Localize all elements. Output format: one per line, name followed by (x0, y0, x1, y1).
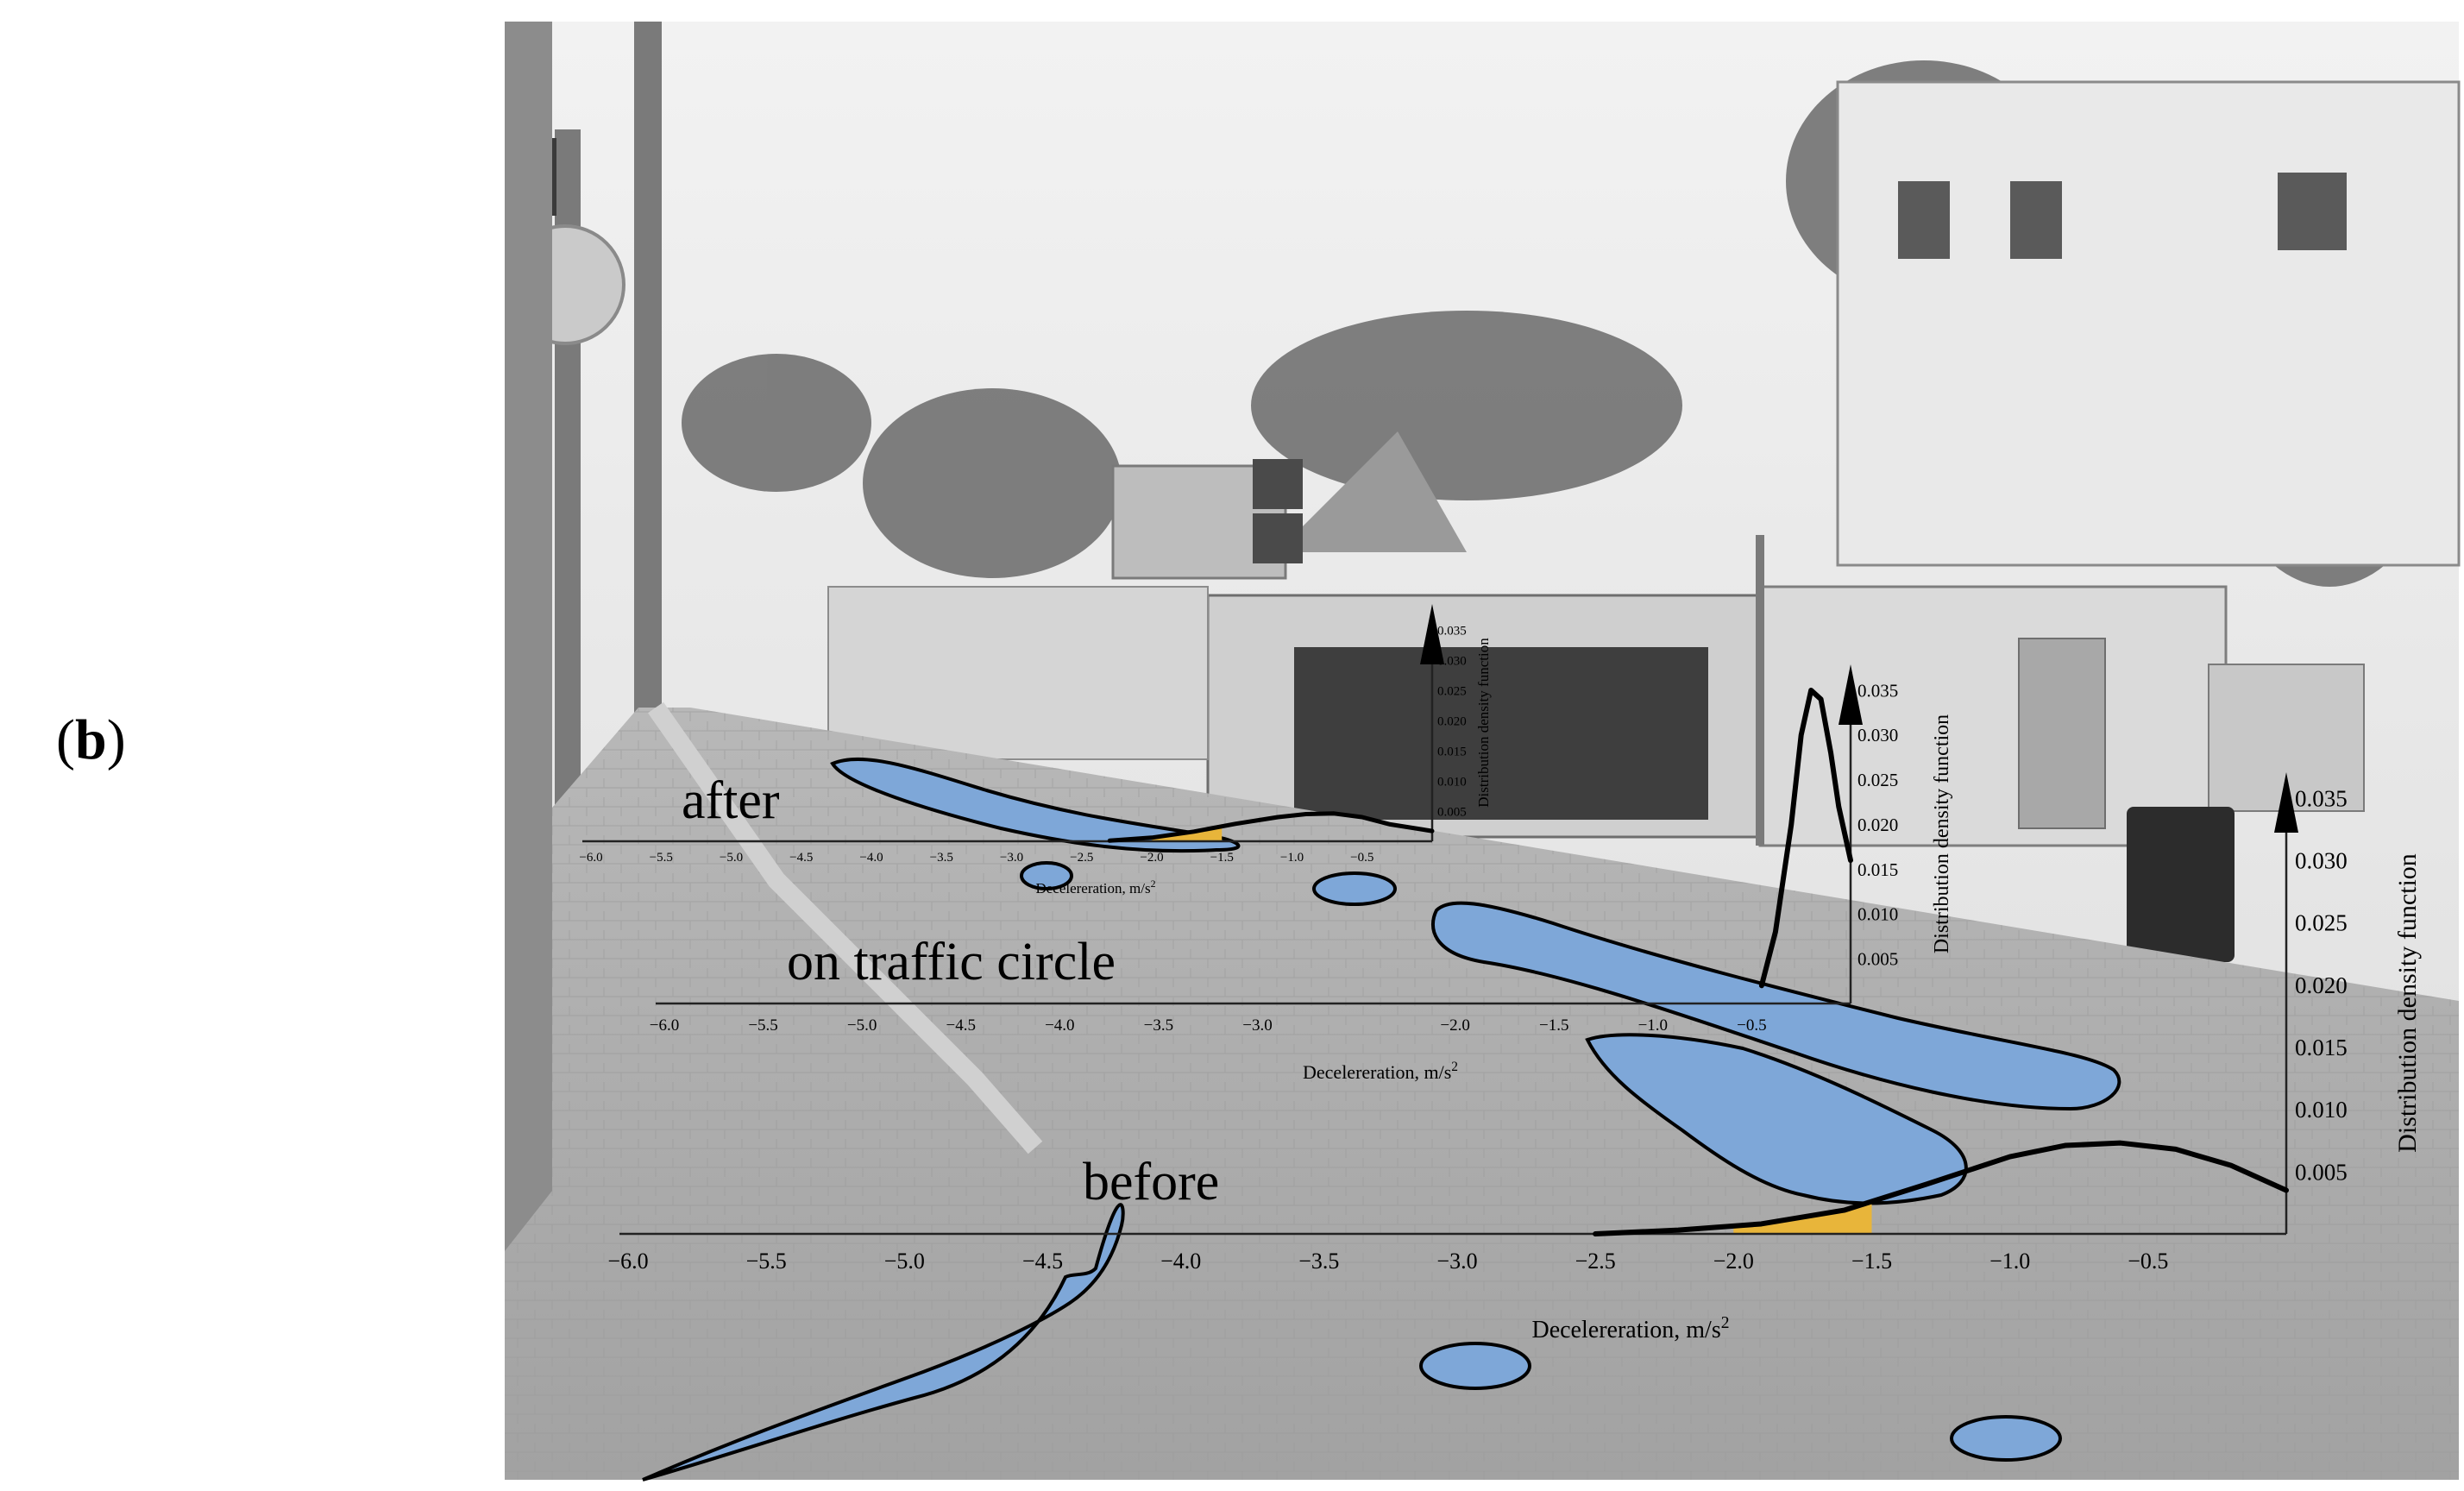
before-y-tick-label: 0.005 (2295, 1159, 2348, 1185)
before-x-tick-label: −5.5 (746, 1249, 787, 1274)
buildings (827, 80, 2461, 962)
on-traffic-circle-y-tick-label: 0.005 (1857, 948, 1898, 969)
before-y-tick-label: 0.035 (2295, 785, 2348, 811)
after-x-tick-label: −5.0 (720, 851, 743, 865)
after-x-axis-label-sup: 2 (1151, 878, 1156, 890)
before-series-label: before (1083, 1153, 1219, 1211)
before-x-axis-label: Decelereration, m/s2 (1531, 1314, 1729, 1343)
panel-label: (b) (56, 708, 126, 773)
after-x-tick-label: −1.5 (1210, 851, 1234, 865)
after-y-tick-label: 0.015 (1437, 745, 1467, 758)
before-y-tick-label: 0.020 (2295, 972, 2348, 998)
after-density-curve (1107, 811, 1435, 843)
before-x-tick-label: −4.5 (1022, 1249, 1063, 1274)
after-x-tick-label: −4.5 (789, 851, 813, 865)
after-x-tick-label: −2.5 (1070, 851, 1093, 865)
after-y-tick-label: 0.020 (1437, 714, 1467, 728)
after-series-label: after (682, 771, 780, 830)
before-x-tick-label: −0.5 (2128, 1249, 2168, 1274)
on-traffic-circle-x-tick-label: −3.0 (1242, 1016, 1272, 1035)
photo-background (505, 22, 2461, 1480)
after-x-tick-label: −3.5 (930, 851, 953, 865)
on-traffic-circle-x-axis-label-sup: 2 (1451, 1060, 1458, 1074)
charts-layer: −6.0 −5.5 −5.0 −4.5 −4.0 −3.5 −3.0 −2.5 −2.0 −1.5… (579, 604, 2422, 1343)
after-y-tick-label: 0.030 (1437, 654, 1467, 668)
after-chart: −6.0 −5.5 −5.0 −4.5 −4.0 −3.5 −3.0 −2.5 −2.0 −1.5… (579, 604, 1492, 896)
after-x-tick-label: −4.0 (859, 851, 883, 865)
on-traffic-circle-y-axis-label: Distribution density function (1931, 714, 1953, 953)
on-traffic-circle-y-tick-label: 0.035 (1857, 680, 1898, 701)
after-x-tick-label: −5.5 (650, 851, 673, 865)
after-x-axis-label: Decelereration, m/s2 (1035, 878, 1155, 896)
after-y-tick-label: 0.005 (1437, 805, 1467, 819)
after-y-tick-label: 0.035 (1437, 624, 1467, 638)
after-y-axis-arrow (1420, 604, 1444, 664)
before-y-tick-label: 0.030 (2295, 848, 2348, 874)
before-x-tick-label: −2.5 (1575, 1249, 1616, 1274)
before-x-axis-label-sup: 2 (1721, 1314, 1730, 1332)
after-y-tick-label: 0.010 (1437, 775, 1467, 789)
on-traffic-circle-x-axis-label: Decelereration, m/s2 (1303, 1060, 1458, 1083)
before-x-tick-label: −5.0 (884, 1249, 925, 1274)
before-x-tick-label: −4.0 (1160, 1249, 1201, 1274)
on-traffic-circle-y-tick-label: 0.020 (1857, 815, 1898, 835)
after-y-tick-label: 0.025 (1437, 684, 1467, 698)
on-traffic-circle-x-tick-label: −4.5 (946, 1016, 976, 1035)
panel-label-close: ) (106, 708, 126, 771)
after-x-tick-label: −3.0 (1000, 851, 1023, 865)
before-y-tick-label: 0.010 (2295, 1097, 2348, 1123)
on-traffic-circle-y-tick-label: 0.015 (1857, 859, 1898, 880)
before-x-tick-label: −1.0 (1989, 1249, 2030, 1274)
on-traffic-circle-x-tick-label: −1.0 (1638, 1016, 1668, 1035)
before-x-tick-label: −1.5 (1851, 1249, 1892, 1274)
after-x-tick-label: −2.0 (1140, 851, 1163, 865)
on-traffic-circle-x-tick-label: −6.0 (650, 1016, 679, 1035)
before-y-tick-label: 0.025 (2295, 910, 2348, 936)
after-y-axis-label: Distribution density function (1475, 638, 1492, 808)
before-x-tick-label: −3.5 (1298, 1249, 1339, 1274)
before-density-curve (1593, 1140, 2289, 1236)
before-chart: −6.0 −5.5 −5.0 −4.5 −4.0 −3.5 −3.0 −2.5 −2.0 −1.5… (607, 772, 2422, 1343)
panel-label-open: ( (56, 708, 75, 771)
on-traffic-circle-chart: −6.0 −5.5 −5.0 −4.5 −4.0 −3.5 −3.0 −2.0 −1.5 −1.0… (650, 664, 1953, 1083)
after-x-tick-label: −6.0 (579, 851, 602, 865)
on-traffic-circle-x-tick-label: −0.5 (1737, 1016, 1766, 1035)
on-traffic-circle-x-tick-label: −4.0 (1045, 1016, 1074, 1035)
on-traffic-circle-y-tick-label: 0.030 (1857, 725, 1898, 746)
highlighted-zones (642, 757, 2121, 1482)
on-traffic-circle-x-tick-label: −1.5 (1539, 1016, 1568, 1035)
on-traffic-circle-x-tick-label: −2.0 (1440, 1016, 1469, 1035)
on-traffic-circle-x-tick-label: −5.0 (847, 1016, 877, 1035)
before-y-axis-arrow (2274, 772, 2298, 833)
on-traffic-circle-y-tick-label: 0.025 (1857, 770, 1898, 790)
before-y-tick-label: 0.015 (2295, 1035, 2348, 1060)
on-traffic-circle-y-axis-arrow (1839, 664, 1863, 725)
panel-label-letter: b (74, 708, 107, 771)
on-traffic-circle-x-tick-label: −5.5 (748, 1016, 777, 1035)
after-x-tick-label: −0.5 (1350, 851, 1373, 865)
on-traffic-circle-y-tick-label: 0.010 (1857, 904, 1898, 925)
before-x-tick-label: −2.0 (1713, 1249, 1754, 1274)
on-traffic-circle-x-tick-label: −3.5 (1144, 1016, 1173, 1035)
after-x-tick-label: −1.0 (1280, 851, 1304, 865)
before-x-tick-label: −3.0 (1436, 1249, 1477, 1274)
before-y-axis-label: Distribution density function (2393, 853, 2422, 1153)
before-x-tick-label: −6.0 (607, 1249, 648, 1274)
on-traffic-circle-density-curve (1758, 688, 1853, 989)
on-traffic-circle-series-label: on traffic circle (787, 933, 1116, 991)
